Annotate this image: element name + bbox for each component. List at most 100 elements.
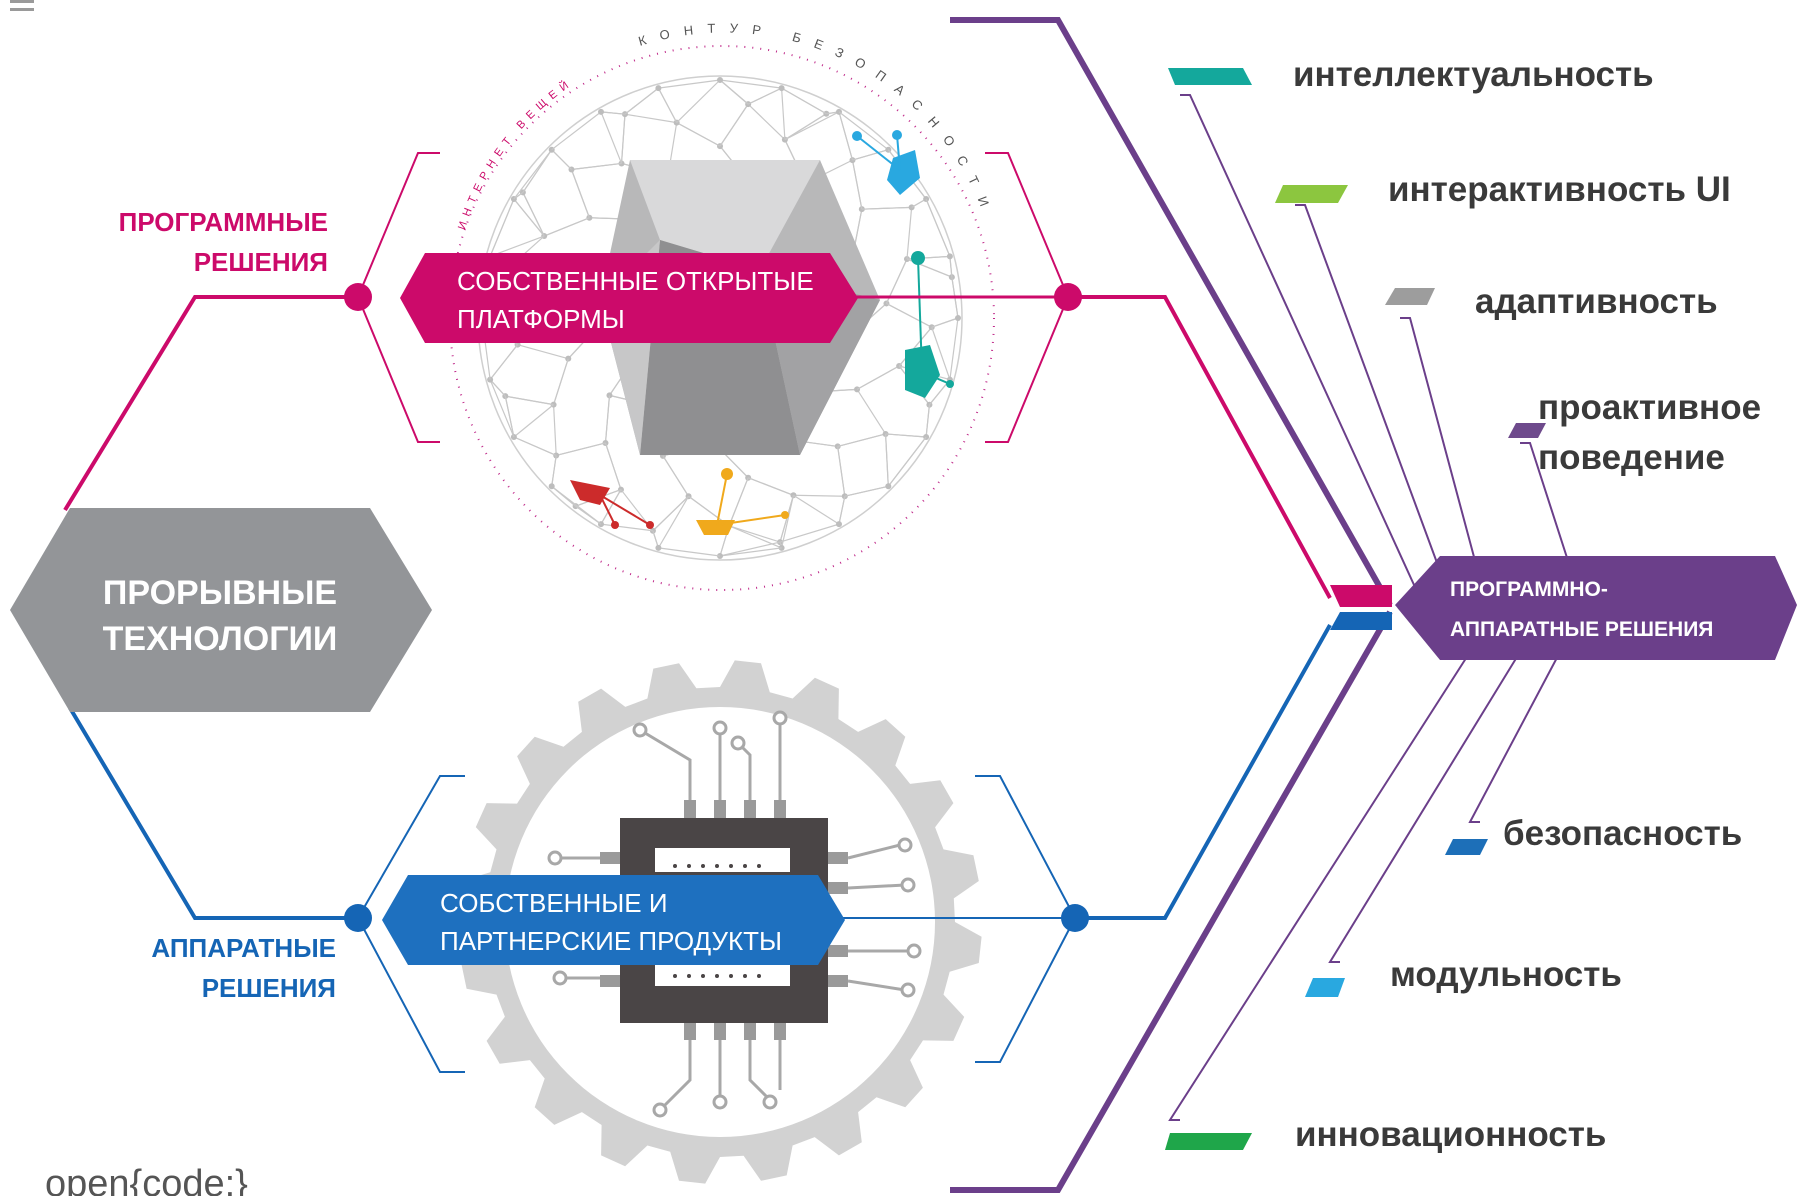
mesh-node [778, 85, 785, 92]
software-banner-line2: ПЛАТФОРМЫ [457, 304, 625, 334]
hardware-right-node [1061, 904, 1089, 932]
mesh-line [620, 114, 626, 164]
hardware-banner-line1: СОБСТВЕННЫЕ И [440, 888, 668, 918]
mesh-line [551, 485, 602, 525]
mesh-line [781, 87, 827, 115]
software-left-node [344, 283, 372, 311]
mesh-line [658, 547, 721, 557]
mesh-line [949, 256, 953, 278]
software-banner-text: СОБСТВЕННЫЕ ОТКРЫТЫЕ ПЛАТФОРМЫ [457, 262, 814, 338]
swatch-intellectuality [1168, 68, 1252, 85]
result-hex [1395, 556, 1797, 660]
mesh-line [781, 495, 795, 549]
mesh-line [793, 494, 845, 497]
swatch-security [1445, 839, 1488, 855]
attribute-proactive-line1: проактивное [1538, 388, 1762, 427]
mesh-line [719, 79, 749, 105]
magenta-connectors [63, 152, 1332, 599]
result-title: ПРОГРАММНО- АППАРАТНЫЕ РЕШЕНИЯ [1450, 570, 1713, 650]
mesh-line [719, 547, 782, 557]
mesh-line [793, 494, 840, 525]
attribute-innovation: инновационность [1295, 1115, 1607, 1154]
mesh-line [504, 396, 515, 438]
mesh-line [556, 442, 606, 457]
mesh-node [836, 521, 842, 528]
swatch-proactive [1508, 423, 1546, 438]
mesh-line [884, 433, 889, 487]
mesh-line [851, 159, 863, 210]
mesh-line [885, 433, 927, 438]
attribute-proactive-line2: поведение [1538, 438, 1725, 477]
swatch-interactivity [1275, 185, 1348, 203]
mesh-line [604, 442, 622, 490]
hardware-label-line1: АППАРАТНЫЕ [151, 933, 336, 963]
mesh-line [652, 495, 689, 532]
software-label-line1: ПРОГРАММНЫЕ [118, 207, 328, 237]
opencode-logo: open{code:} [45, 1163, 248, 1196]
software-label: ПРОГРАММНЫЕ РЕШЕНИЯ [60, 202, 328, 282]
mesh-line [505, 395, 554, 406]
software-right-node [1054, 283, 1082, 311]
mesh-line [837, 433, 886, 448]
mesh-line [551, 455, 557, 487]
swatch-adaptivity [1385, 288, 1435, 305]
mesh-line [676, 79, 721, 124]
mesh-line [931, 327, 951, 380]
mesh-line [517, 344, 569, 360]
mesh-line [747, 103, 786, 141]
mesh-node [598, 108, 604, 115]
mesh-line [489, 198, 515, 257]
mesh-node [955, 315, 961, 321]
mesh-line [604, 395, 611, 444]
mesh-line [553, 358, 569, 405]
mesh-line [624, 113, 677, 124]
mesh-node [548, 483, 555, 490]
mesh-line [856, 365, 900, 390]
swatch-modularity [1305, 978, 1345, 997]
mesh-line [781, 88, 786, 140]
mesh-line [886, 302, 932, 328]
mesh-line [925, 198, 951, 257]
mesh-line [837, 446, 846, 497]
attribute-intellectuality: интеллектуальность [1293, 55, 1654, 94]
mesh-node [946, 253, 953, 260]
hardware-banner-line2: ПАРТНЕРСКИЕ ПРОДУКТЫ [440, 926, 782, 956]
mesh-line [784, 113, 827, 141]
mesh-line [949, 317, 959, 380]
mesh-line [658, 79, 721, 89]
mesh-line [657, 87, 678, 123]
result-title-line1: ПРОГРАММНО- [1450, 578, 1608, 601]
mesh-line [513, 198, 545, 237]
mesh-line [719, 103, 749, 147]
mesh-line [513, 149, 553, 200]
mesh-line [551, 111, 602, 151]
software-label-line2: РЕШЕНИЯ [193, 247, 328, 277]
mesh-line [600, 523, 653, 532]
logo-text: open{code:} [45, 1163, 248, 1196]
mesh-line [856, 389, 887, 435]
mesh-line [657, 495, 690, 549]
mesh-line [600, 111, 626, 115]
mesh-line [570, 169, 590, 218]
mesh-line [513, 404, 554, 438]
software-banner-hex [400, 253, 858, 343]
mesh-line [522, 192, 545, 237]
center-title-line2: ТЕХНОЛОГИИ [102, 620, 338, 658]
attribute-adaptivity: адаптивность [1475, 282, 1718, 321]
mesh-line [551, 149, 572, 170]
magenta-stub [1330, 585, 1392, 607]
mesh-line [571, 162, 622, 171]
mesh-line [600, 489, 622, 525]
mesh-line [861, 206, 912, 210]
mesh-line [662, 455, 690, 497]
purple-connectors [950, 17, 1581, 1193]
mesh-line [906, 207, 913, 260]
mesh-line [898, 326, 933, 367]
attribute-modularity: модульность [1390, 955, 1622, 994]
mesh-line [852, 149, 889, 161]
mesh-line [513, 436, 557, 456]
mesh-line [887, 436, 927, 487]
mesh-line [489, 379, 506, 397]
hardware-banner-text: СОБСТВЕННЫЕ И ПАРТНЕРСКИЕ ПРОДУКТЫ [440, 884, 782, 960]
